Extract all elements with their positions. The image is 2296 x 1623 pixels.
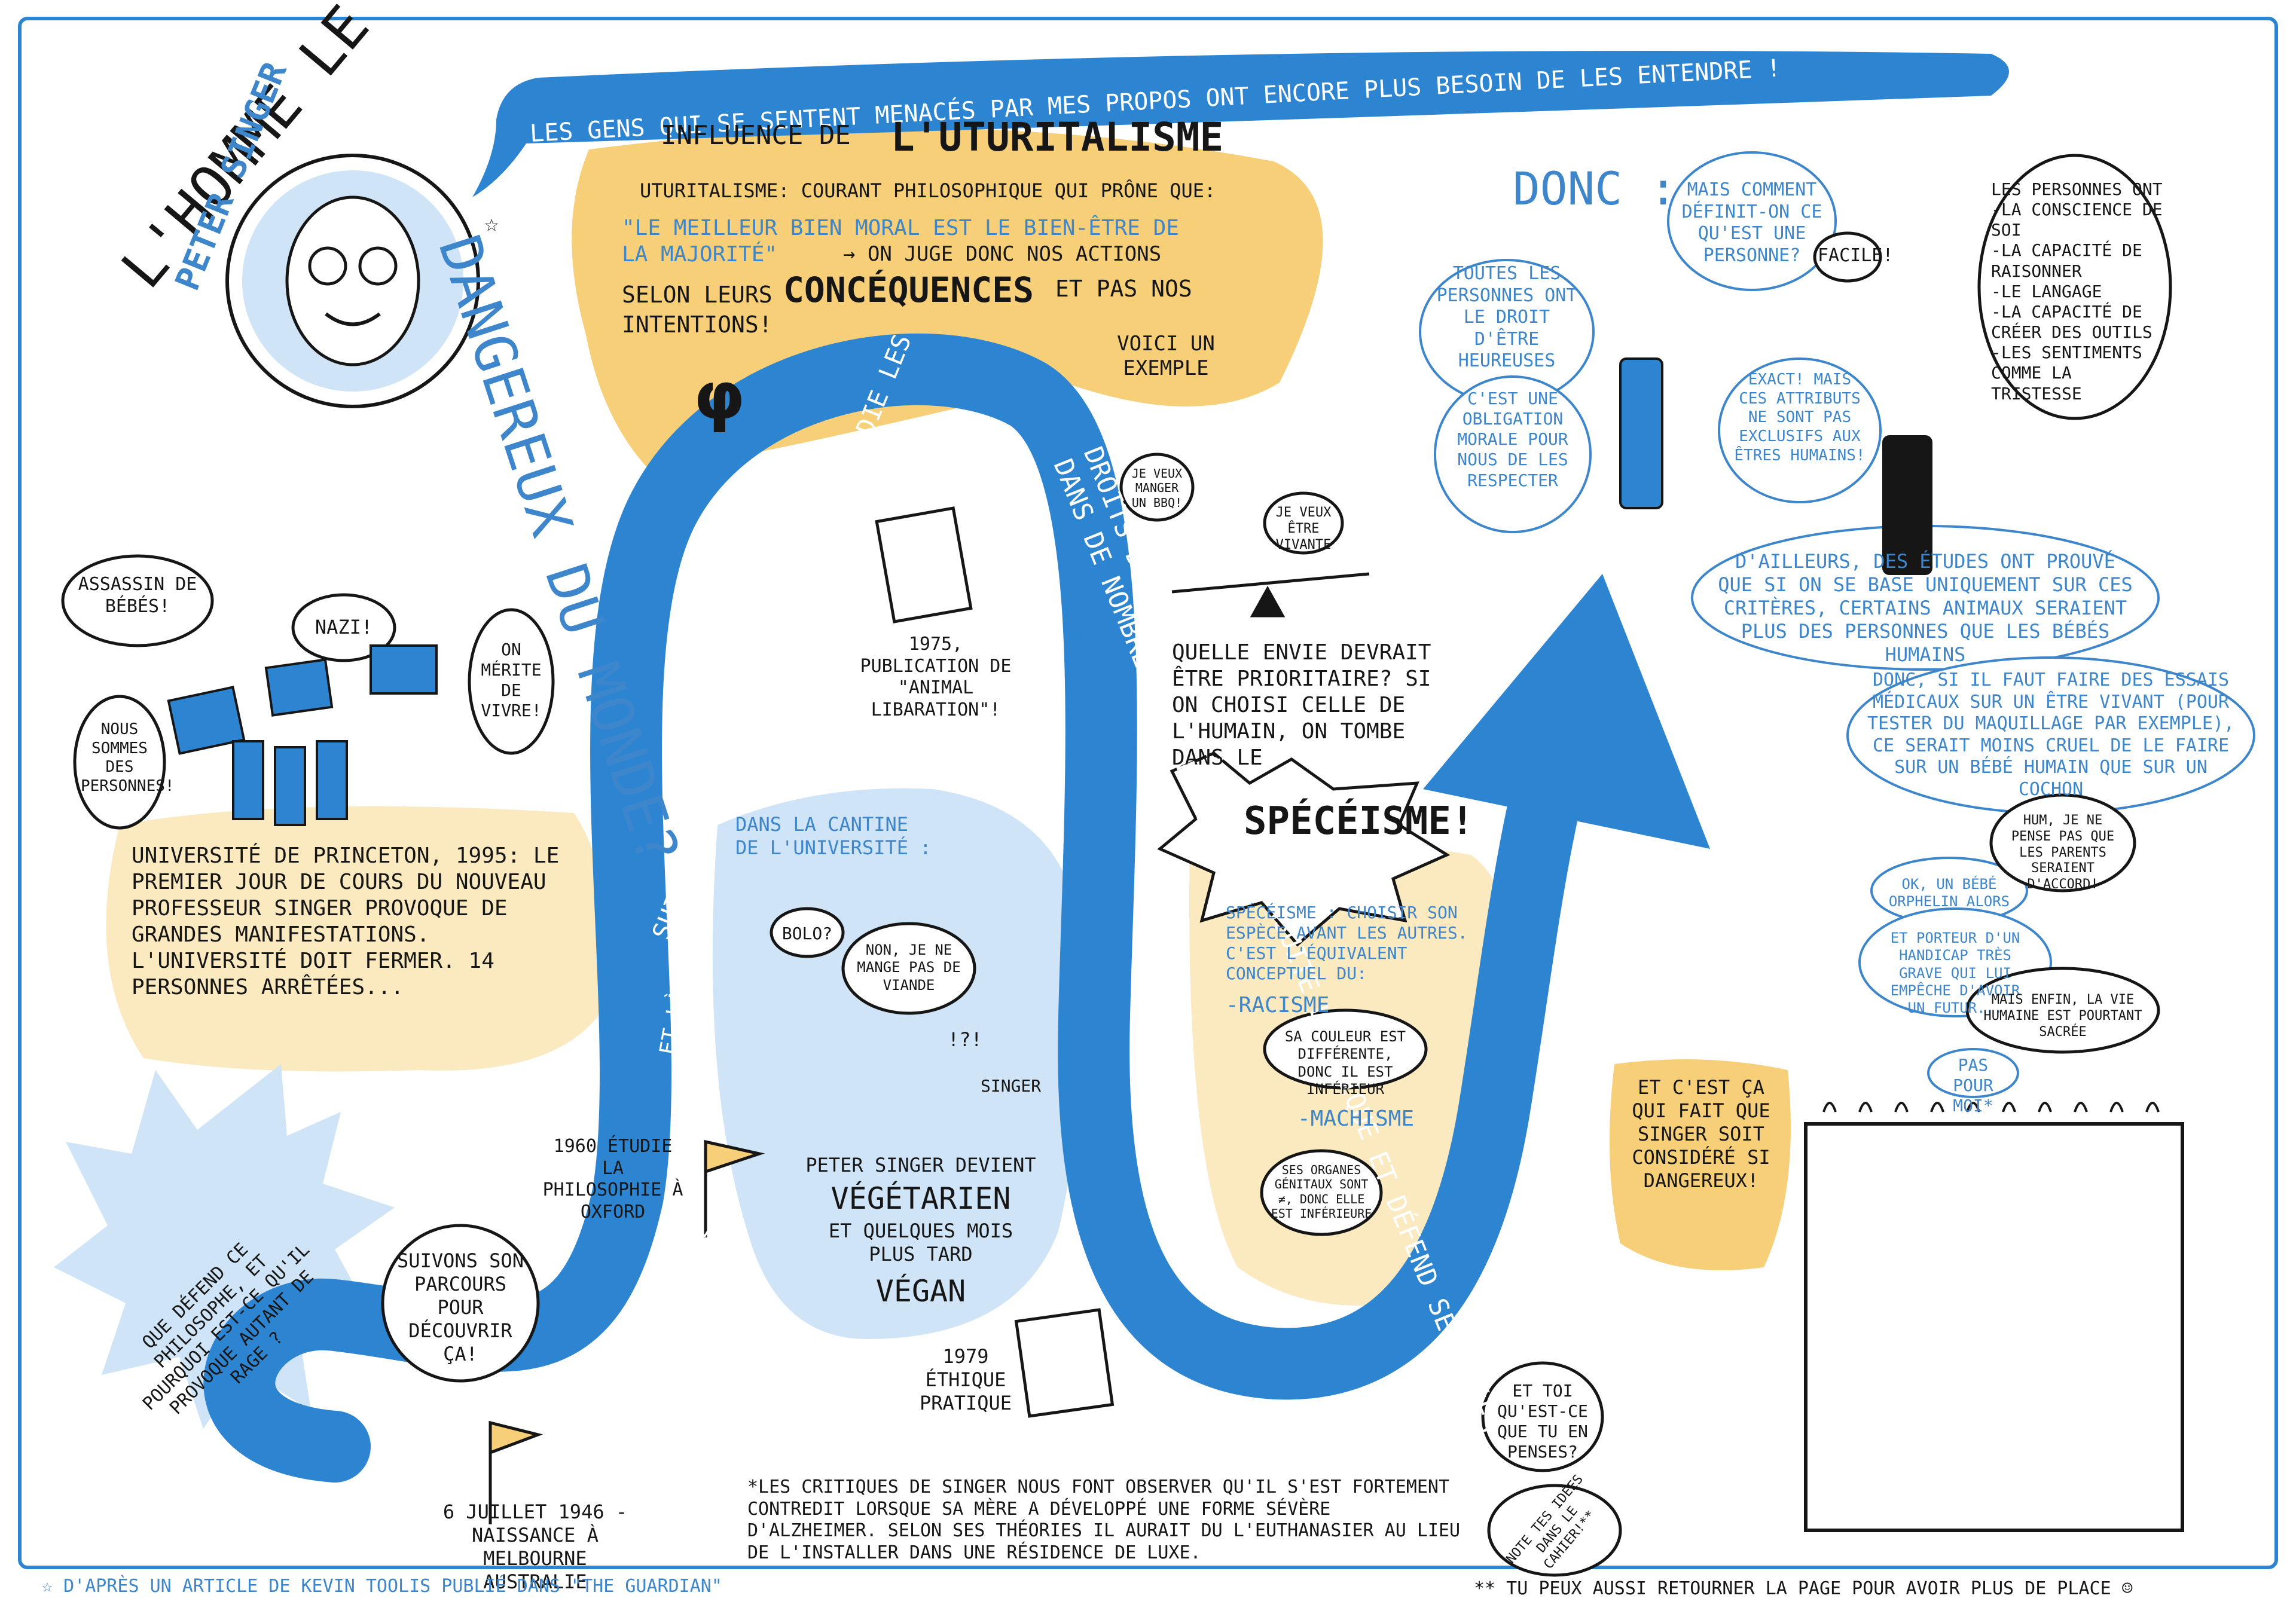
- donc-bubble-comment: MAIS COMMENT DÉFINIT-ON CE QU'EST UNE PE…: [1681, 179, 1822, 266]
- utilitarisme-heading: L'UTURITALISME: [891, 114, 1224, 160]
- protest-bubble-nazi: NAZI!: [315, 616, 373, 638]
- donc-label: DONC :: [1513, 162, 1677, 215]
- exemple-bubble-manger: JE VEUX MANGER UN BBQ!: [1131, 466, 1183, 510]
- donc-bubble-essais: DONC, SI IL FAUT FAIRE DES ESSAIS MÉDICA…: [1867, 670, 2235, 800]
- notebook: [1804, 1122, 2184, 1532]
- cantine-vegan: VÉGAN: [875, 1274, 966, 1309]
- donc-bubble-hum: HUM, JE NE PENSE PAS QUE LES PARENTS SER…: [2011, 813, 2115, 893]
- utilitarisme-selon: SELON LEURS: [622, 282, 773, 308]
- utilitarisme-intentions: INTENTIONS!: [622, 311, 773, 338]
- cantine-heading: DANS LA CANTINE DE L'UNIVERSITÉ :: [735, 813, 932, 860]
- timeline-birth: 6 JUILLET 1946 - NAISSANCE À MELBOURNE A…: [442, 1500, 628, 1594]
- exemple-voici: VOICI UN EXEMPLE: [1117, 332, 1215, 381]
- footnote-critique: *LES CRITIQUES DE SINGER NOUS FONT OBSER…: [747, 1477, 1461, 1563]
- exemple-question: QUELLE ENVIE DEVRAIT ÊTRE PRIORITAIRE? S…: [1172, 640, 1431, 770]
- protest-bubble-vivre: ON MÉRITE DE VIVRE!: [481, 640, 542, 721]
- donc-bubble-orphelin: OK, UN BÉBÉ ORPHELIN ALORS: [1888, 876, 2010, 910]
- cantine-caption-2: ET QUELQUES MOIS PLUS TARD: [828, 1219, 1013, 1266]
- cantine-caption-1: PETER SINGER DEVIENT: [805, 1154, 1036, 1176]
- page-border: [18, 17, 2278, 1569]
- footnote-source: ☆ D'APRÈS UN ARTICLE DE KEVIN TOOLIS PUB…: [42, 1576, 722, 1597]
- donc-bubble-facile: FACILE!: [1818, 245, 1894, 266]
- utilitarisme-definition: UTURITALISME: COURANT PHILOSOPHIQUE QUI …: [640, 179, 1216, 202]
- donc-bubble-ailleurs: D'AILLEURS, DES ÉTUDES ONT PROUVÉ QUE SI…: [1718, 550, 2133, 667]
- dangereux-blob: [1610, 1059, 1791, 1270]
- timeline-book-1979: 1979 ÉTHIQUE PRATIQUE: [919, 1345, 1012, 1415]
- donc-bubble-vie-sacree: MAIS ENFIN, LA VIE HUMAINE EST POURTANT …: [1983, 992, 2142, 1040]
- top-banner-shape: [472, 51, 2009, 197]
- specisme-machisme-bubble: SES ORGANES GÉNITAUX SONT ≠, DONC ELLE E…: [1271, 1163, 1372, 1221]
- phi-symbol: φ: [694, 357, 745, 434]
- specisme-burst: [1157, 751, 1451, 947]
- specisme-racisme: -RACISME: [1226, 993, 1330, 1017]
- timeline-arrowhead: [1423, 574, 1710, 849]
- donc-bubble-obligation: C'EST UNE OBLIGATION MORALE POUR NOUS DE…: [1457, 389, 1568, 490]
- cantine-singer-label: SINGER: [981, 1076, 1042, 1096]
- utilitarisme-heading-prefix: INFLUENCE DE: [661, 120, 851, 151]
- dangereux-text: ET C'EST ÇA QUI FAIT QUE SINGER SOIT CON…: [1632, 1076, 1770, 1193]
- utilitarisme-et-pas-nos: ET PAS NOS: [1055, 276, 1192, 302]
- utilitarisme-quote: "LE MEILLEUR BIEN MORAL EST LE BIEN-ÊTRE…: [622, 216, 1179, 267]
- cantine-bubble-non: NON, JE NE MANGE PAS DE VIANDE: [857, 942, 961, 994]
- follow-bubble: SUIVONS SON PARCOURS POUR DÉCOUVRIR ÇA!: [397, 1249, 524, 1366]
- cantine-vegetarien: VÉGÉTARIEN: [831, 1181, 1011, 1216]
- protest-bubble-personnes: NOUS SOMMES DES PERSONNES!: [81, 720, 175, 796]
- question-burst: [54, 1064, 395, 1429]
- utilitarisme-consequences: CONCÉQUENCES: [783, 270, 1034, 310]
- protest-bubble-assassin: ASSASSIN DE BÉBÉS!: [78, 574, 197, 617]
- specisme-racisme-bubble: SA COULEUR EST DIFFÉRENTE, DONC IL EST I…: [1284, 1028, 1406, 1098]
- specisme-machisme: -MACHISME: [1297, 1107, 1415, 1131]
- cantine-bubble-bolo: BOLO?: [781, 924, 833, 943]
- princeton-text: UNIVERSITÉ DE PRINCETON, 1995: LE PREMIE…: [132, 843, 560, 1000]
- donc-bubble-pas-pour-moi: PAS POUR MOI*: [1953, 1055, 1993, 1116]
- timeline-oxford: 1960 ÉTUDIE LA PHILOSOPHIE À OXFORD: [542, 1136, 683, 1222]
- donc-bubble-exact: EXACT! MAIS CES ATTRIBUTS NE SONT PAS EX…: [1734, 371, 1866, 464]
- utilitarisme-arrow-text: → ON JUGE DONC NOS ACTIONS: [843, 242, 1162, 266]
- title-star-icon: ☆: [484, 210, 499, 237]
- toi-bubble-question: ET TOI QU'EST-CE QUE TU EN PENSES?: [1497, 1381, 1588, 1462]
- cantine-exclaim: !?!: [948, 1028, 982, 1051]
- exemple-speciesisme: SPÉCÉISME!: [1244, 799, 1474, 843]
- specisme-definition: SPÉCÉISME : CHOISIR SON ESPÈCE AVANT LES…: [1226, 903, 1468, 984]
- donc-bubble-heureuses: TOUTES LES PERSONNES ONT LE DROIT D'ÊTRE…: [1436, 263, 1577, 372]
- donc-personnes-list: LES PERSONNES ONT -LA CONSCIENCE DE SOI …: [1991, 179, 2163, 404]
- exemple-bubble-vivante: JE VEUX ÊTRE VIVANTE: [1275, 505, 1332, 552]
- footnote-retourner: ** TU PEUX AUSSI RETOURNER LA PAGE POUR …: [1474, 1578, 2133, 1599]
- princeton-blob: [106, 806, 606, 1072]
- timeline-book-1975: 1975, PUBLICATION DE "ANIMAL LIBARATION"…: [860, 634, 1012, 720]
- donc-bubble-handicap: ET PORTEUR D'UN HANDICAP TRÈS GRAVE QUI …: [1890, 930, 2020, 1017]
